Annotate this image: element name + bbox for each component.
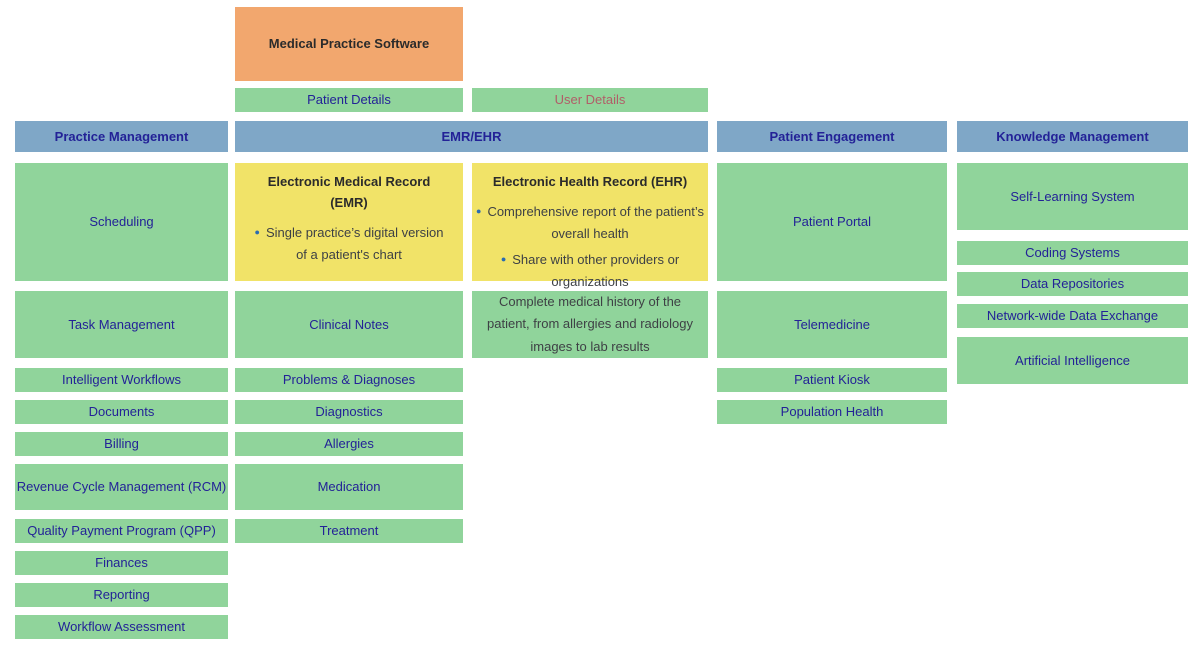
node-reporting: Reporting [15, 583, 228, 607]
node-documents: Documents [15, 400, 228, 424]
emr-bullet: ●Single practice’s digital version of a … [254, 224, 444, 262]
node-network-wide-data-exchange: Network-wide Data Exchange [957, 304, 1188, 328]
node-scheduling: Scheduling [15, 163, 228, 281]
ehr-note-box: Complete medical history of the patient,… [472, 291, 708, 358]
bullet-icon: ● [254, 226, 260, 237]
node-artificial-intelligence: Artificial Intelligence [957, 337, 1188, 384]
node-data-repositories: Data Repositories [957, 272, 1188, 296]
node-self-learning-system: Self-Learning System [957, 163, 1188, 230]
column-header-patient-engagement: Patient Engagement [717, 121, 947, 152]
node-finances: Finances [15, 551, 228, 575]
ehr-bullet: ●Share with other providers or organizat… [500, 251, 680, 290]
ehr-info-box: Electronic Health Record (EHR) ●Comprehe… [472, 163, 708, 289]
node-allergies: Allergies [235, 432, 463, 456]
node-workflow-assessment: Workflow Assessment [15, 615, 228, 639]
node-billing: Billing [15, 432, 228, 456]
column-header-emr-ehr: EMR/EHR [235, 121, 708, 152]
node-medication: Medication [235, 464, 463, 510]
node-revenue-cycle-management: Revenue Cycle Management (RCM) [15, 464, 228, 510]
node-problems-diagnoses: Problems & Diagnoses [235, 368, 463, 392]
bullet-icon: ● [476, 205, 482, 216]
user-details-node: User Details [472, 88, 708, 112]
node-patient-kiosk: Patient Kiosk [717, 368, 947, 392]
node-diagnostics: Diagnostics [235, 400, 463, 424]
node-intelligent-workflows: Intelligent Workflows [15, 368, 228, 392]
node-coding-systems: Coding Systems [957, 241, 1188, 265]
column-header-knowledge-management: Knowledge Management [957, 121, 1188, 152]
node-task-management: Task Management [15, 291, 228, 358]
patient-details-node: Patient Details [235, 88, 463, 112]
node-quality-payment-program: Quality Payment Program (QPP) [15, 519, 228, 543]
node-clinical-notes: Clinical Notes [235, 291, 463, 358]
root-node: Medical Practice Software [235, 7, 463, 81]
column-header-practice-management: Practice Management [15, 121, 228, 152]
emr-info-title: Electronic Medical Record (EMR) [267, 174, 431, 210]
node-population-health: Population Health [717, 400, 947, 424]
node-treatment: Treatment [235, 519, 463, 543]
emr-info-box: Electronic Medical Record (EMR) ●Single … [235, 163, 463, 281]
ehr-note-text: Complete medical history of the patient,… [487, 293, 693, 354]
node-patient-portal: Patient Portal [717, 163, 947, 281]
bullet-icon: ● [500, 253, 507, 264]
ehr-info-title: Electronic Health Record (EHR) [492, 174, 688, 189]
node-telemedicine: Telemedicine [717, 291, 947, 358]
ehr-bullet: ●Comprehensive report of the patient’s o… [476, 203, 704, 241]
